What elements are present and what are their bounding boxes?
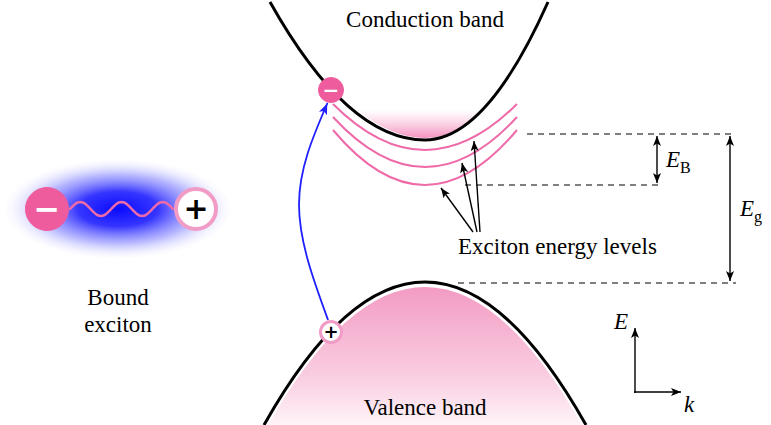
conduction-band: Conduction band: [265, 0, 585, 150]
exciton-hole: +: [174, 187, 218, 231]
circle-outline: [26, 188, 69, 231]
reference-lines: [458, 134, 736, 283]
charge-sign: −: [34, 193, 61, 225]
gap-energy-arrow: [729, 136, 730, 281]
momentum-axis: [634, 391, 681, 392]
band-name: Conduction band: [346, 6, 504, 33]
dispersion-curve: [264, 282, 586, 425]
dashed-line: [527, 133, 736, 134]
exciton-level: [333, 130, 517, 185]
band-fill: [268, 287, 582, 425]
exciton-level: [333, 117, 517, 167]
dashed-line: [458, 282, 736, 283]
leader-arrows: [441, 141, 480, 232]
charge-sign: −: [323, 80, 340, 100]
electron: −: [318, 77, 344, 103]
energy-symbol: EB: [666, 146, 691, 181]
leader-arrow: [474, 141, 480, 232]
hole: +: [319, 320, 343, 344]
charge-sign: +: [183, 194, 208, 224]
binding-energy-arrow: [656, 136, 657, 183]
leader-arrow: [462, 163, 477, 232]
dashed-line: [465, 184, 662, 185]
circle-outline: [321, 322, 342, 343]
energy-symbol: Eg: [740, 195, 762, 230]
band-edge-shading: [357, 110, 480, 138]
excitation-arrow: [299, 103, 328, 319]
energy-axis: [634, 328, 635, 393]
axis-label: k: [684, 391, 694, 418]
exciton-caption: Bound exciton: [72, 284, 164, 338]
dispersion-curve: [270, 2, 548, 140]
axis-label: E: [614, 308, 628, 335]
exciton-cloud-fill: [4, 159, 232, 259]
circle-outline: [319, 78, 344, 103]
axes: [634, 328, 681, 393]
valence-band: Valence band: [255, 270, 595, 425]
charge-sign: +: [323, 323, 338, 341]
band-name: Valence band: [363, 394, 486, 421]
exciton-electron: −: [25, 187, 69, 231]
circle-outline: [176, 189, 216, 229]
callout-text: Exciton energy levels: [458, 233, 657, 260]
bound-exciton: Bound exciton − +: [3, 152, 233, 337]
